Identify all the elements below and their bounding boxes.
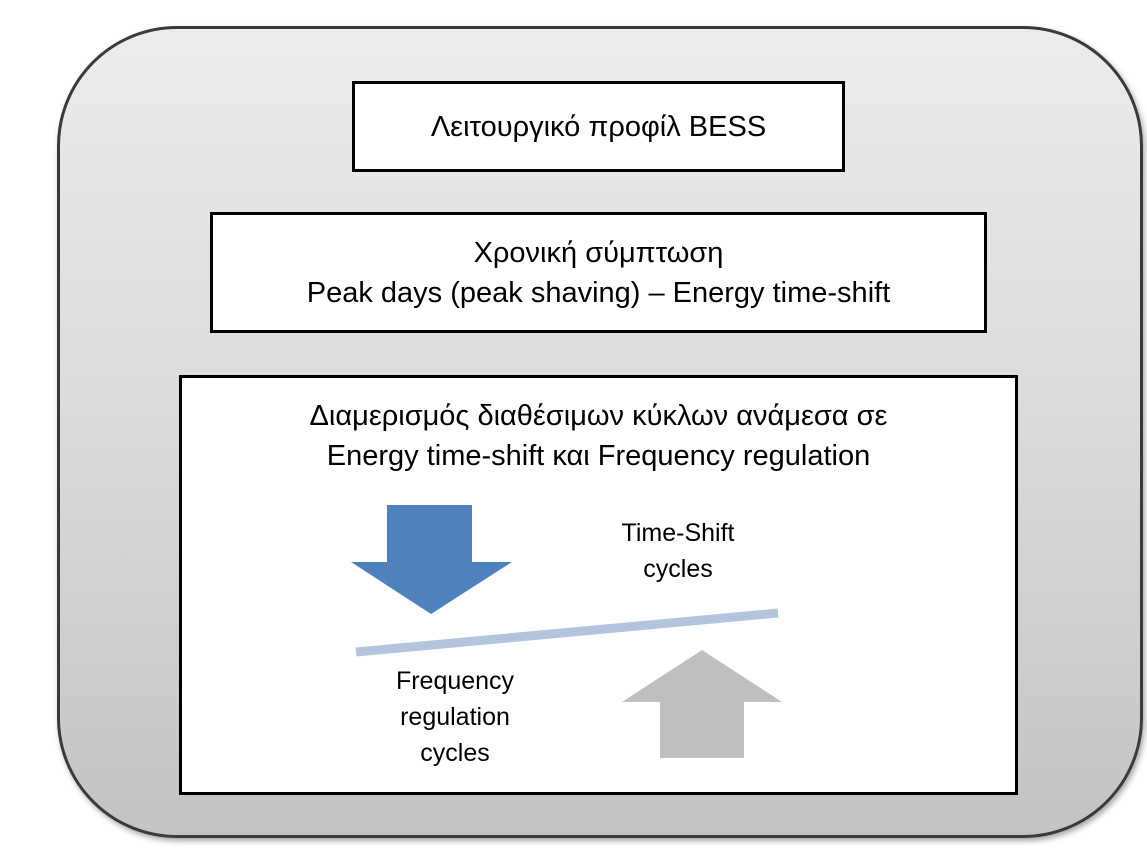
allocation-heading-line2: Energy time-shift και Frequency regulati… [326, 440, 871, 472]
frequency-regulation-cycles-label: Frequency regulation cycles [355, 663, 555, 771]
cycle-allocation-box: Διαμερισμός διαθέσιμων κύκλων ανάμεσα σε… [179, 375, 1018, 795]
frequency-label-line2: regulation [400, 703, 510, 731]
allocation-heading-line1: Διαμερισμός διαθέσιμων κύκλων ανάμεσα σε [309, 400, 888, 432]
time-shift-label-line2: cycles [643, 555, 713, 583]
peak-days-text: Peak days (peak shaving) – Energy time-s… [306, 276, 891, 309]
frequency-label-line1: Frequency [395, 667, 515, 695]
title-box: Λειτουργικό προφίλ BESS [352, 81, 845, 172]
time-coincidence-heading: Χρονική σύμπτωση [473, 236, 724, 269]
frequency-label-line3: cycles [420, 739, 490, 767]
time-shift-cycles-label: Time-Shift cycles [578, 515, 778, 587]
title-text: Λειτουργικό προφίλ BESS [430, 110, 767, 143]
time-coincidence-box: Χρονική σύμπτωση Peak days (peak shaving… [210, 212, 987, 333]
time-shift-label-line1: Time-Shift [621, 519, 735, 547]
